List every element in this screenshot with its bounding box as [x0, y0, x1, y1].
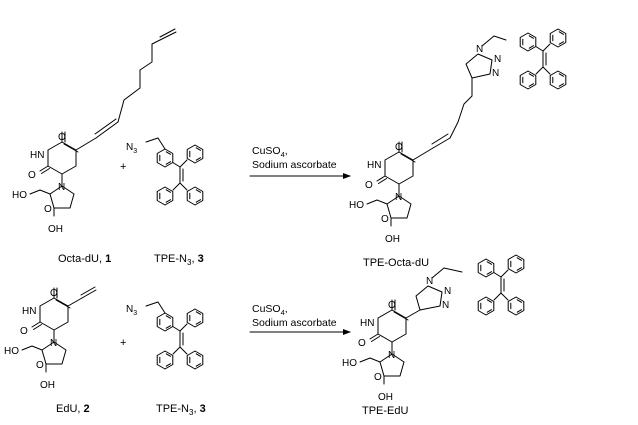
atom-ho: HO — [4, 346, 19, 357]
reactant-octa-du: O HN O N O HO OH Octa-dU, 1 — [12, 28, 177, 265]
plus-sign-2: + — [120, 337, 126, 349]
reaction-arrow-2: CuSO4, Sodium ascorbate — [249, 303, 351, 335]
azide-group: N3 — [126, 304, 137, 317]
atom-o-carbonyl: O — [388, 300, 396, 311]
atom-ho: HO — [342, 358, 357, 369]
label-edu: EdU, 2 — [56, 403, 90, 415]
atom-o-ring: O — [44, 204, 52, 215]
reactant-edu: O HN O N O HO OH EdU, 2 — [4, 286, 97, 415]
atom-ho: HO — [12, 190, 27, 201]
atom-o-2: O — [365, 180, 373, 191]
reagent-sodium-ascorbate: Sodium ascorbate — [252, 317, 337, 329]
atom-hn: HN — [360, 318, 374, 329]
label-tpe-octa-du: TPE-Octa-dU — [363, 257, 429, 269]
atom-hn: HN — [22, 306, 36, 317]
triazole-n3: N — [492, 68, 499, 79]
triazole-n2: N — [444, 286, 451, 297]
product-tpe-octa-du: O HN O N O HO OH N N N TPE-Octa-dU — [349, 29, 566, 269]
atom-oh: OH — [48, 224, 63, 235]
label-tpe-n3-2: TPE-N3, 3 — [156, 403, 206, 417]
atom-o-carbonyl: O — [50, 288, 58, 299]
atom-oh: OH — [385, 234, 400, 245]
atom-n: N — [50, 338, 57, 349]
reaction-2: O HN O N O HO OH EdU, 2 + N3 TPE-N3, 3 C… — [4, 255, 524, 417]
label-octa-du: Octa-dU, 1 — [58, 253, 111, 265]
reagent-sodium-ascorbate: Sodium ascorbate — [252, 159, 337, 171]
atom-n: N — [388, 350, 395, 361]
atom-o-2: O — [358, 338, 366, 349]
triazole-n1: N — [476, 44, 483, 55]
atom-o-2: O — [20, 326, 28, 337]
label-tpe-n3: TPE-N3, 3 — [154, 253, 204, 267]
atom-o-carbonyl: O — [395, 142, 403, 153]
atom-hn: HN — [367, 160, 381, 171]
atom-o-ring: O — [381, 214, 389, 225]
triazole-n2: N — [494, 54, 501, 65]
reactant-tpe-n3-2: N3 TPE-N3, 3 — [126, 301, 206, 417]
atom-o-ring: O — [36, 360, 44, 371]
atom-o-2: O — [28, 170, 36, 181]
atom-o-carbonyl: O — [58, 132, 66, 143]
product-tpe-edu: O HN O N O HO OH N N N TPE-EdU — [342, 255, 524, 417]
reactant-tpe-n3: N3 TPE-N3, 3 — [126, 137, 204, 267]
atom-oh: OH — [378, 392, 393, 403]
atom-oh: OH — [40, 380, 55, 391]
atom-hn: HN — [30, 150, 44, 161]
reaction-1: O HN O N O HO OH Octa-dU, 1 + N3 TPE-N3,… — [12, 28, 566, 269]
azide-group: N3 — [126, 142, 137, 155]
triazole-n3: N — [442, 300, 449, 311]
triazole-n1: N — [426, 276, 433, 287]
atom-ho: HO — [349, 200, 364, 211]
label-tpe-edu: TPE-EdU — [362, 405, 409, 417]
reagent-cuso4: CuSO4, — [252, 145, 288, 159]
atom-n: N — [58, 182, 65, 193]
atom-o-ring: O — [374, 372, 382, 383]
reagent-cuso4: CuSO4, — [252, 303, 288, 317]
atom-n: N — [395, 192, 402, 203]
plus-sign-1: + — [120, 161, 126, 173]
reaction-arrow-1: CuSO4, Sodium ascorbate — [249, 145, 351, 179]
